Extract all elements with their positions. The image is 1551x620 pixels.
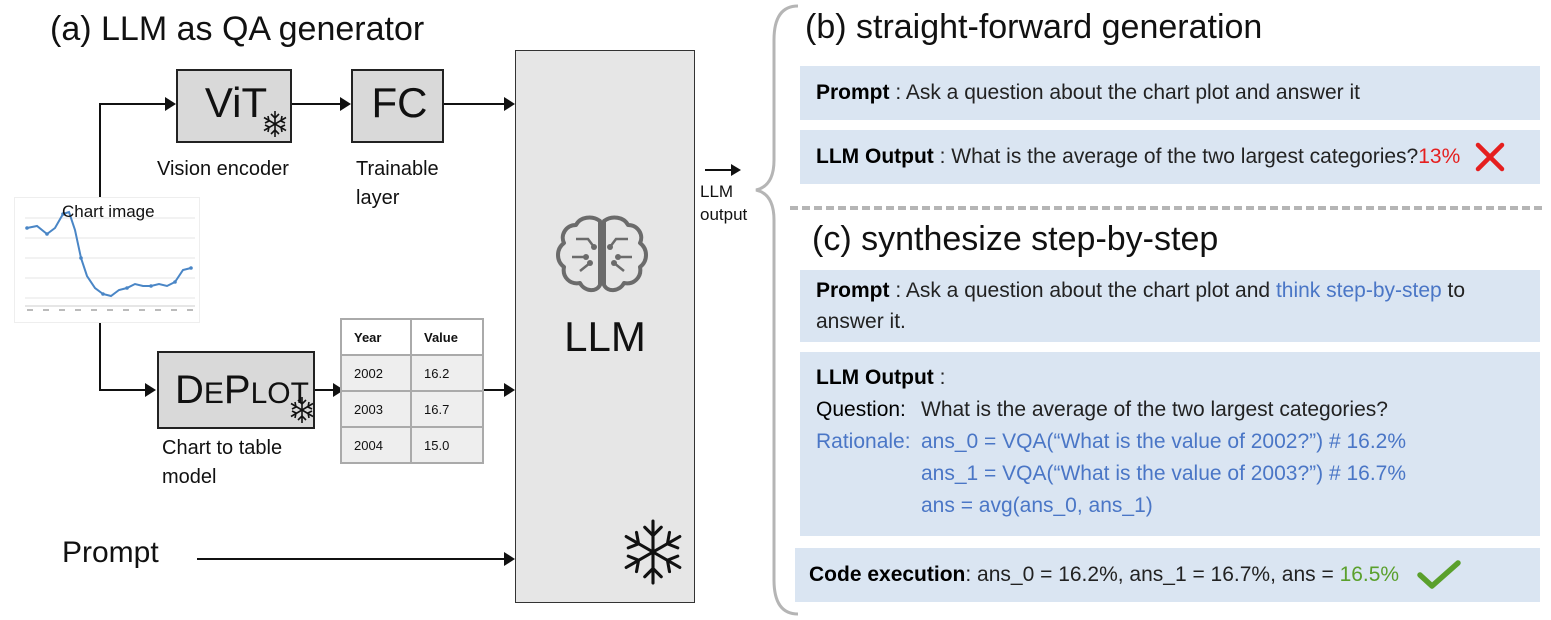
table-header-year: Year xyxy=(340,318,412,356)
connector-line xyxy=(484,389,506,391)
c-output-header: LLM Output : xyxy=(816,362,1524,394)
c-prompt-text2: to xyxy=(1441,279,1466,302)
frozen-snowflake-icon xyxy=(624,519,682,585)
c-output-colon: : xyxy=(933,366,946,389)
deplot-label: DEPLOT xyxy=(175,368,309,412)
arrowhead xyxy=(340,97,351,111)
code-answer: 16.5% xyxy=(1339,563,1400,586)
table-cell: 16.7 xyxy=(410,390,484,428)
rationale-row: Rationale: ans_0 = VQA(“What is the valu… xyxy=(816,426,1524,458)
panel-b-title: (b) straight-forward generation xyxy=(805,8,1263,46)
panel-c-title: (c) synthesize step-by-step xyxy=(812,220,1219,258)
frozen-snowflake-icon xyxy=(290,397,314,423)
b-output-text: : What is the average of the two largest… xyxy=(933,145,1419,168)
c-prompt-text1: : Ask a question about the chart plot an… xyxy=(889,279,1276,302)
correct-check-icon xyxy=(1417,560,1461,590)
chart-image-label: Chart image xyxy=(62,202,155,221)
frozen-snowflake-icon xyxy=(263,111,287,137)
connector-line xyxy=(99,103,101,199)
code-key: Code execution xyxy=(809,563,966,586)
llm-output-label-line1: LLM xyxy=(700,182,734,201)
chart-to-table-caption-line2: model xyxy=(162,466,217,488)
question-row: Question: What is the average of the two… xyxy=(816,394,1524,426)
connector-line xyxy=(99,103,167,105)
connector-line xyxy=(705,169,733,171)
table-cell: 2002 xyxy=(340,354,412,392)
vit-label: ViT xyxy=(204,79,268,126)
connector-line xyxy=(292,103,342,105)
arrowhead xyxy=(504,97,515,111)
rationale-row: ans_1 = VQA(“What is the value of 2003?”… xyxy=(816,458,1524,490)
vit-box: ViT xyxy=(176,69,292,143)
vision-encoder-caption: Vision encoder xyxy=(157,158,289,180)
code-text: : ans_0 = 16.2%, ans_1 = 16.7%, ans = xyxy=(965,563,1340,586)
llm-box: LLM xyxy=(515,50,695,603)
curly-brace xyxy=(755,4,799,616)
rationale-line: ans_1 = VQA(“What is the value of 2003?”… xyxy=(921,462,1407,485)
arrowhead xyxy=(333,383,344,397)
arrowhead xyxy=(504,383,515,397)
connector-line xyxy=(99,389,147,391)
chart-image-thumbnail xyxy=(14,197,200,323)
panel-a-title: (a) LLM as QA generator xyxy=(50,10,425,48)
b-prompt-key: Prompt xyxy=(816,81,890,104)
b-output-key: LLM Output xyxy=(816,145,934,168)
rationale-line: ans_0 = VQA(“What is the value of 2002?”… xyxy=(921,430,1407,453)
connector-line xyxy=(315,389,341,391)
rationale-row: ans = avg(ans_0, ans_1) xyxy=(816,490,1524,522)
rationale-key: Rationale: xyxy=(816,430,911,453)
c-prompt-panel: Prompt : Ask a question about the chart … xyxy=(800,270,1540,342)
question-text: What is the average of the two largest c… xyxy=(921,398,1388,421)
c-output-panel: LLM Output : Question: What is the avera… xyxy=(800,352,1540,536)
trainable-layer-caption-line2: layer xyxy=(356,187,400,209)
question-key: Question: xyxy=(816,398,906,421)
extracted-data-table: Year Value 2002 16.2 2003 16.7 2004 15.0 xyxy=(340,318,484,464)
table-cell: 16.2 xyxy=(410,354,484,392)
arrowhead xyxy=(731,164,741,176)
deplot-box: DEPLOT xyxy=(157,351,315,429)
arrowhead xyxy=(145,383,156,397)
connector-line xyxy=(197,558,506,560)
connector-line xyxy=(99,320,101,390)
c-prompt-key: Prompt xyxy=(816,279,890,302)
table-cell: 2003 xyxy=(340,390,412,428)
rationale-line: ans = avg(ans_0, ans_1) xyxy=(921,494,1153,517)
dashed-separator xyxy=(790,206,1542,210)
table-header-value: Value xyxy=(410,318,484,356)
chart-to-table-caption-line1: Chart to table xyxy=(162,437,283,459)
c-prompt-text3: answer it. xyxy=(816,310,906,333)
arrowhead xyxy=(165,97,176,111)
chart-thumbnail-plot xyxy=(25,210,195,311)
table-cell: 2004 xyxy=(340,426,412,464)
b-output-panel: LLM Output : What is the average of the … xyxy=(800,130,1540,184)
b-prompt-text: : Ask a question about the chart plot an… xyxy=(889,81,1360,104)
llm-output-label-line2: output xyxy=(700,205,748,224)
prompt-label: Prompt xyxy=(62,536,159,569)
fc-box: FC xyxy=(351,69,444,143)
arrowhead xyxy=(504,552,515,566)
brain-icon xyxy=(556,215,648,292)
b-output-answer: 13% xyxy=(1418,145,1461,168)
c-output-key: LLM Output xyxy=(816,366,934,389)
code-execution-panel: Code execution: ans_0 = 16.2%, ans_1 = 1… xyxy=(795,548,1540,602)
table-cell: 15.0 xyxy=(410,426,484,464)
b-prompt-panel: Prompt : Ask a question about the chart … xyxy=(800,66,1540,120)
fc-label: FC xyxy=(371,79,428,126)
connector-line xyxy=(444,103,506,105)
llm-label: LLM xyxy=(564,313,646,360)
c-prompt-highlight: think step-by-step xyxy=(1275,279,1442,302)
wrong-cross-icon xyxy=(1475,143,1505,172)
trainable-layer-caption-line1: Trainable xyxy=(356,158,439,180)
